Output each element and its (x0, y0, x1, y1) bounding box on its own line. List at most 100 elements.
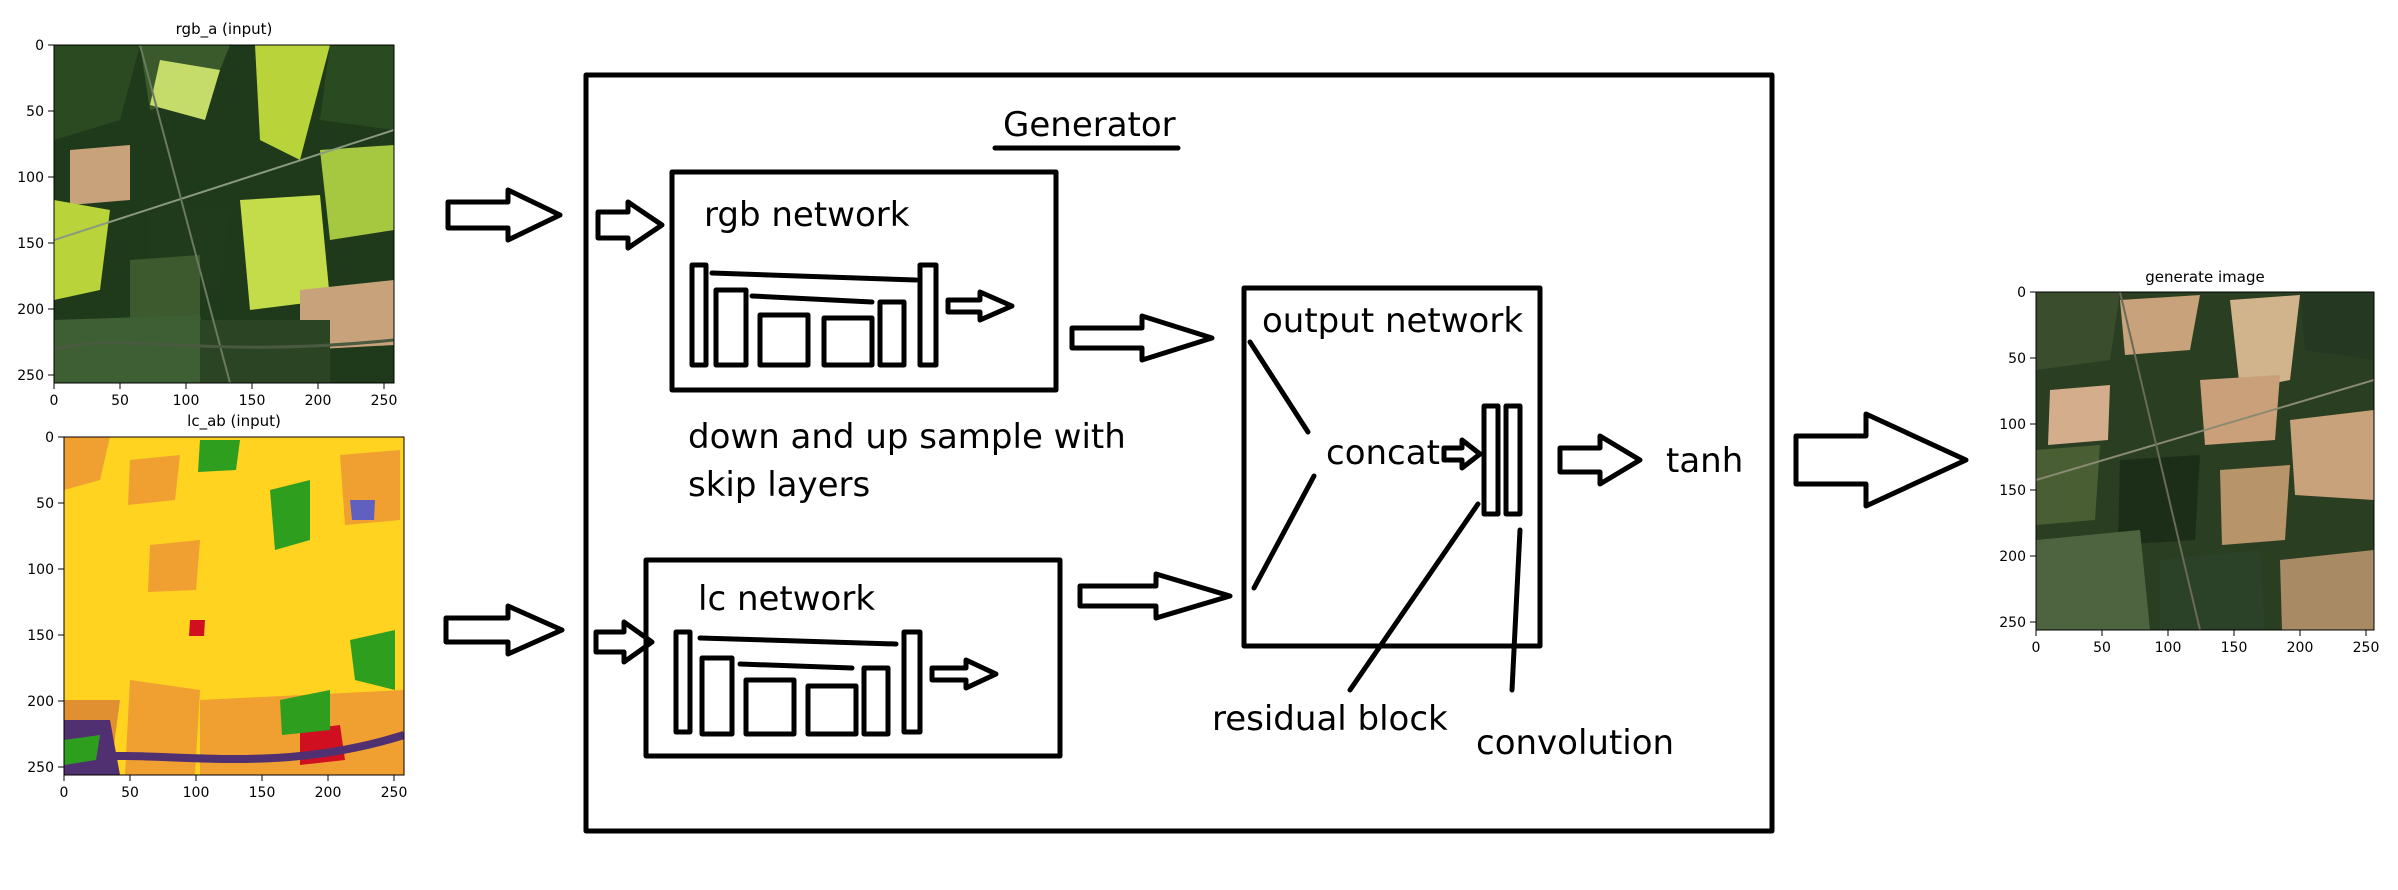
lc-ab-ytick: 150 (27, 628, 54, 644)
rgb-a-xtick: 100 (173, 393, 200, 409)
rgb-net-skip-line (749, 293, 875, 305)
generator-box (583, 72, 1775, 834)
lc-ab-plot-frame (63, 436, 405, 776)
rgb-network-box (669, 169, 1059, 393)
rgb-a-xtick: 50 (111, 393, 129, 409)
generated-xtick: 150 (2221, 640, 2248, 656)
lc-ab-xtick: 0 (60, 785, 69, 801)
convolution-label: convolution (1476, 723, 1674, 763)
generated-xaxis: 0 50 100 150 200 250 (2032, 630, 2380, 656)
residual-block-pointer (1347, 501, 1481, 693)
rgb-net-layer-block (917, 262, 939, 368)
lc-ab-xtick: 250 (381, 785, 408, 801)
lc-net-skip-line (697, 635, 899, 647)
lc-ab-ytick: 0 (45, 430, 54, 446)
lc-ab-xtick: 150 (249, 785, 276, 801)
generated-xtick: 100 (2155, 640, 2182, 656)
lc-net-layer-block (901, 629, 923, 735)
lc-ab-xaxis: 0 50 100 150 200 250 (60, 775, 408, 801)
residual-block-label: residual block (1212, 699, 1448, 739)
generated-xtick: 200 (2287, 640, 2314, 656)
generated-ytick: 100 (1999, 417, 2026, 433)
lc-net-skip-line (737, 661, 855, 671)
lc-net-layer-block (673, 629, 693, 735)
rgb-net-out-arrow (945, 289, 1015, 323)
output-network-box (1241, 285, 1543, 649)
lc-ab-ytick: 50 (36, 496, 54, 512)
output-to-tanh-arrow (1557, 433, 1643, 487)
lc-ab-xtick: 100 (183, 785, 210, 801)
lc-ab-xtick: 50 (121, 785, 139, 801)
rgb-a-ytick: 0 (35, 38, 44, 54)
concat-input-line-top (1247, 339, 1311, 435)
rgb-a-xtick: 200 (305, 393, 332, 409)
lc-network-label: lc network (698, 579, 875, 619)
generated-ytick: 50 (2008, 351, 2026, 367)
rgb-input-arrow (445, 187, 563, 243)
lc-net-out-arrow (929, 657, 999, 691)
convolution-bar (1503, 403, 1523, 517)
lc-ab-ytick: 250 (27, 760, 54, 776)
rgb-net-layer-block (757, 312, 811, 368)
generator-title: Generator (1003, 105, 1176, 145)
sample-note-line-1: down and up sample with (688, 417, 1126, 457)
output-network-label: output network (1262, 301, 1523, 341)
rgb-net-layer-block (689, 262, 709, 368)
lc-net-layer-block (861, 665, 891, 737)
generated-ytick: 150 (1999, 483, 2026, 499)
rgb-a-xtick: 0 (50, 393, 59, 409)
lc-ab-plot-title: lc_ab (input) (187, 412, 281, 431)
generated-xtick: 250 (2353, 640, 2380, 656)
sample-note-line-2: skip layers (688, 465, 870, 505)
generated-plot-frame (2035, 291, 2375, 631)
lc-ab-ytick: 200 (27, 694, 54, 710)
rgb-network-label: rgb network (704, 195, 910, 235)
tanh-to-image-arrow (1793, 411, 1969, 509)
rgb-net-layer-block (713, 287, 749, 368)
rgb-network-entry-arrow (595, 199, 665, 251)
rgb-a-ytick: 150 (17, 236, 44, 252)
lc-net-layer-block (805, 683, 859, 737)
rgb-a-satellite-image (54, 45, 394, 383)
rgb-a-ytick: 50 (26, 104, 44, 120)
lc-network-entry-arrow (593, 619, 655, 665)
rgb-a-xaxis: 0 50 100 150 200 250 (50, 383, 398, 409)
rgb-a-ytick: 200 (17, 302, 44, 318)
concat-input-line-bottom (1251, 473, 1317, 591)
concat-label: concat (1326, 433, 1440, 473)
rgb-to-output-arrow (1069, 313, 1215, 363)
rgb-a-yaxis: 0 50 100 150 200 250 (17, 38, 54, 384)
rgb-a-plot-frame (53, 44, 395, 384)
concat-out-arrow (1441, 437, 1483, 471)
rgb-a-xtick: 250 (371, 393, 398, 409)
rgb-net-layer-block (821, 315, 875, 368)
rgb-a-xtick: 150 (239, 393, 266, 409)
lc-net-layer-block (743, 677, 797, 737)
rgb-a-ytick: 250 (17, 368, 44, 384)
generated-xtick: 50 (2093, 640, 2111, 656)
generated-ytick: 0 (2017, 285, 2026, 301)
lc-ab-landcover-image (64, 437, 404, 775)
generated-ytick: 200 (1999, 549, 2026, 565)
lc-ab-ytick: 100 (27, 562, 54, 578)
rgb-a-plot-title: rgb_a (input) (176, 20, 273, 39)
generated-plot-title: generate image (2145, 268, 2264, 286)
generated-xtick: 0 (2032, 640, 2041, 656)
generated-yaxis: 0 50 100 150 200 250 (1999, 285, 2036, 631)
lc-input-arrow (443, 603, 565, 657)
lc-ab-yaxis: 0 50 100 150 200 250 (27, 430, 64, 776)
lc-to-output-arrow (1077, 571, 1233, 621)
residual-block-bar (1481, 403, 1501, 517)
lc-network-box (643, 557, 1063, 759)
lc-ab-xtick: 200 (315, 785, 342, 801)
rgb-net-skip-line (709, 270, 919, 283)
rgb-net-layer-block (877, 299, 907, 368)
rgb-a-ytick: 100 (17, 170, 44, 186)
generated-ytick: 250 (1999, 615, 2026, 631)
convolution-pointer (1509, 527, 1523, 693)
lc-net-layer-block (699, 655, 735, 737)
generated-satellite-image (2036, 292, 2374, 630)
tanh-label: tanh (1666, 441, 1743, 481)
